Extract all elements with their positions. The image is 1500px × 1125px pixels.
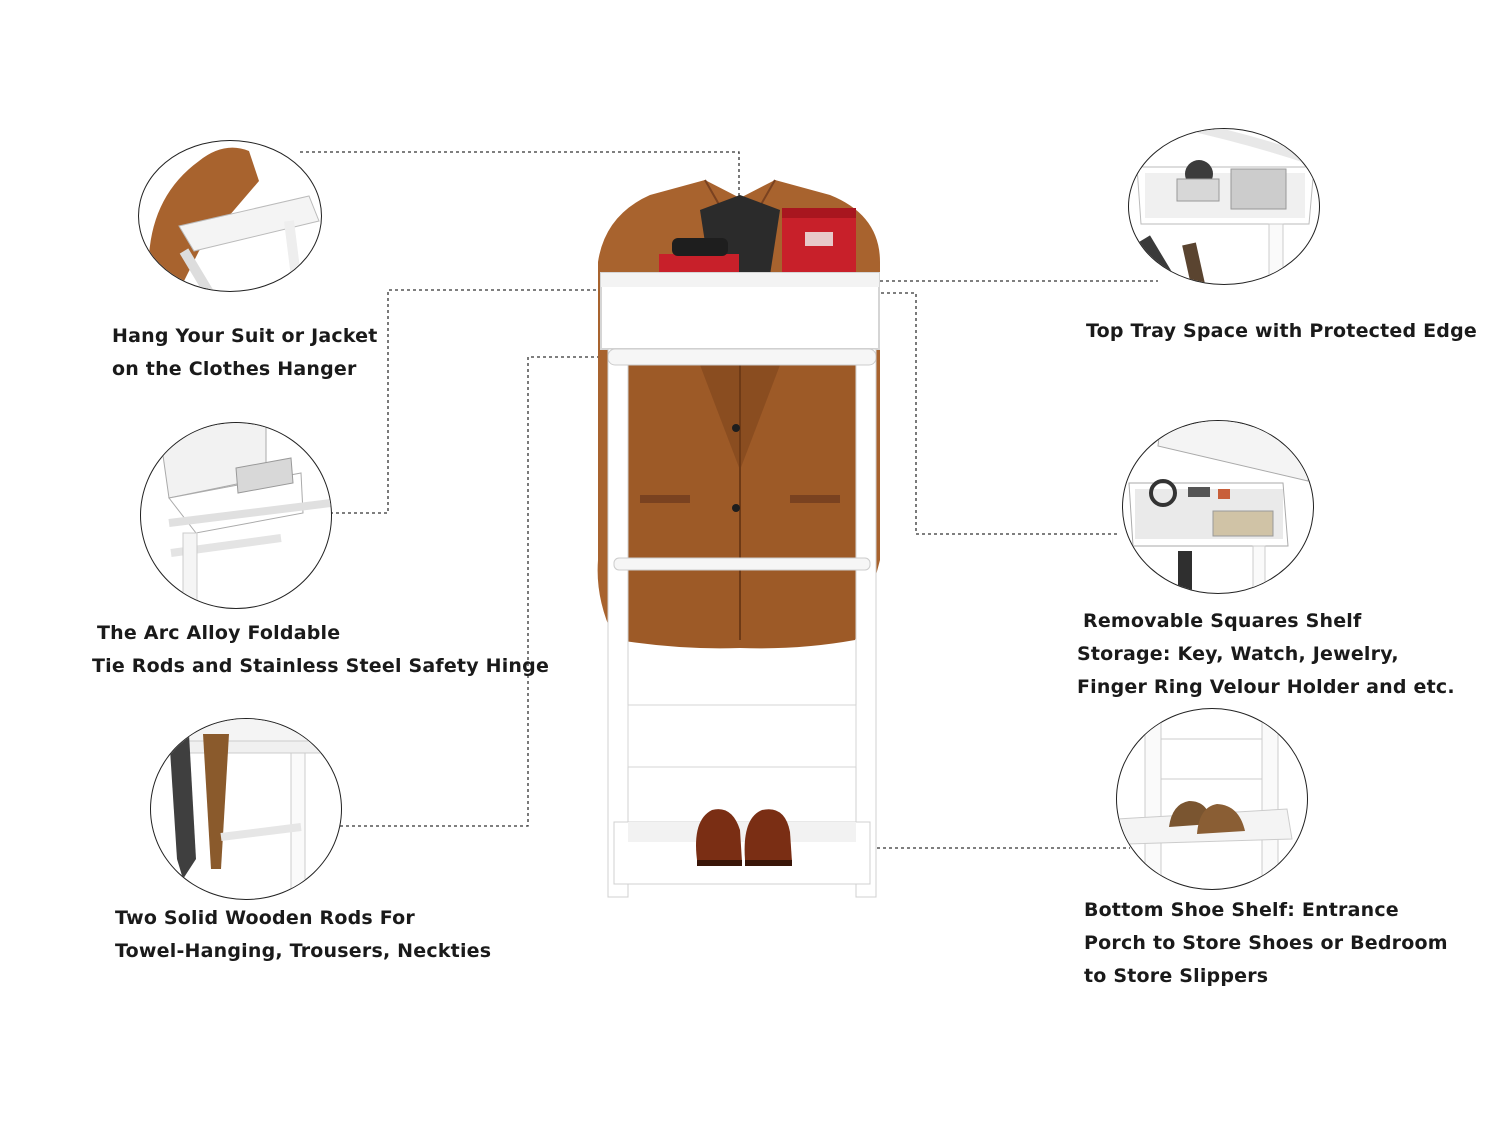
jewelry-box-icon [1128, 421, 1313, 593]
jewelry-box-icon [158, 423, 331, 608]
label-shelf: Removable Squares Shelf Storage: Key, Wa… [1077, 610, 1455, 698]
detail-circle-rods [150, 718, 342, 900]
top-rod [607, 348, 877, 366]
back-panel [627, 704, 857, 768]
middle-rod [613, 557, 871, 571]
coat-icon [148, 147, 320, 291]
tie-icon [151, 719, 341, 899]
shoe-icon [696, 809, 742, 862]
detail-circle-hinge [140, 422, 332, 609]
valet-stand-icon [1136, 129, 1315, 284]
detail-circle-shoes [1116, 708, 1308, 890]
leader-hanger [300, 151, 740, 200]
detail-circle-shelf [1122, 420, 1314, 594]
label-rods: Two Solid Wooden Rods For Towel-Hanging,… [115, 907, 492, 962]
label-hinge: The Arc Alloy Foldable Tie Rods and Stai… [92, 622, 550, 677]
label-tray: Top Tray Space with Protected Edge [1086, 320, 1477, 342]
shoe-icon [1117, 709, 1293, 889]
label-hanger: Hang Your Suit or Jacket on the Clothes … [112, 325, 378, 380]
label-shoes: Bottom Shoe Shelf: Entrance Porch to Sto… [1084, 899, 1448, 987]
leader-shelf [875, 292, 1118, 535]
leader-hinge [330, 289, 610, 514]
red-box-small [659, 254, 739, 274]
detail-circle-tray [1128, 128, 1320, 285]
leader-rods [340, 356, 625, 827]
detail-circle-hanger [138, 140, 322, 292]
